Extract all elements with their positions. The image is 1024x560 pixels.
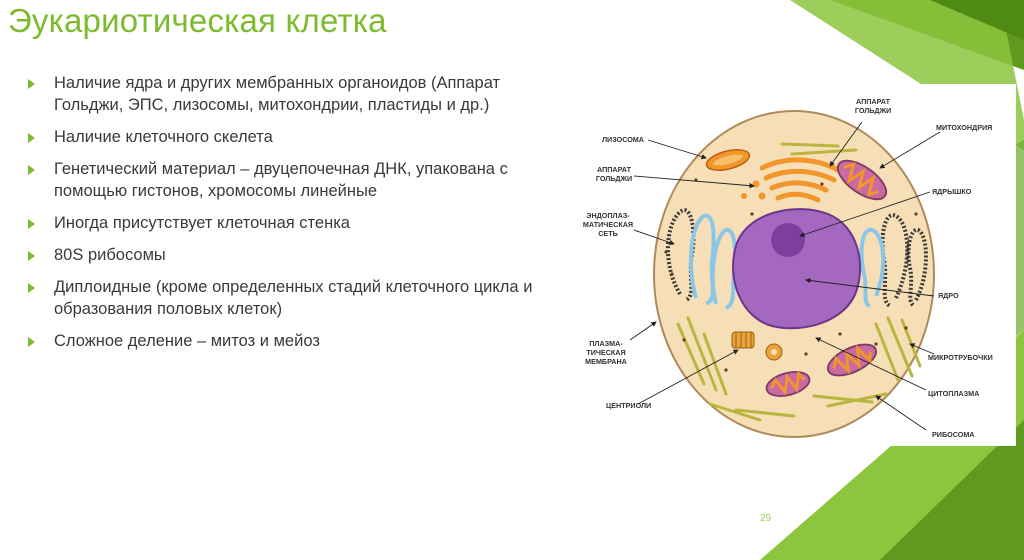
golgi-vesicle bbox=[741, 193, 747, 199]
centriole bbox=[731, 331, 783, 361]
bullet-text: Иногда присутствует клеточная стенка bbox=[54, 214, 350, 232]
mitochondrion-bottom-left bbox=[765, 370, 811, 397]
bullet-item: 80S рибосомы bbox=[28, 244, 548, 266]
bullet-arrow-icon bbox=[28, 79, 35, 89]
label-mitochondria: МИТОХОНДРИЯ bbox=[936, 123, 992, 132]
bullet-text: Наличие ядра и других мембранных органои… bbox=[54, 74, 501, 114]
bullet-arrow-icon bbox=[28, 133, 35, 143]
nucleolus bbox=[771, 223, 805, 257]
golgi-vesicle bbox=[758, 192, 766, 200]
label-lysosome: ЛИЗОСОМА bbox=[602, 135, 644, 144]
leader-lines bbox=[629, 121, 941, 431]
label-centrioles: ЦЕНТРИОЛИ bbox=[606, 401, 651, 410]
bullet-text: 80S рибосомы bbox=[54, 246, 166, 264]
er-right-inner bbox=[859, 228, 886, 308]
golgi-cisterna-2 bbox=[763, 168, 837, 183]
label-cytoplasm: ЦИТОПЛАЗМА bbox=[928, 389, 979, 398]
bullet-item: Иногда присутствует клеточная стенка bbox=[28, 212, 548, 234]
deco-shape-top-strip bbox=[930, 0, 1024, 40]
mitochondrion-top bbox=[836, 159, 888, 201]
lysosome-inner bbox=[713, 154, 743, 166]
golgi-cisterna-3 bbox=[769, 180, 829, 193]
bullet-text: Наличие клеточного скелета bbox=[54, 128, 273, 146]
deco-shape-bottom-right-dark bbox=[880, 420, 1024, 560]
label-nucleolus: ЯДРЫШКО bbox=[932, 187, 972, 196]
bullet-item: Сложное деление – митоз и мейоз bbox=[28, 330, 548, 352]
bullet-item: Наличие ядра и других мембранных органои… bbox=[28, 72, 548, 116]
er-right-inner-2 bbox=[906, 228, 928, 308]
ribosomes bbox=[664, 178, 918, 372]
er-right-outer bbox=[880, 213, 910, 308]
bullet-item: Диплоидные (кроме определенных стадий кл… bbox=[28, 276, 548, 320]
label-microtubules: МИКРОТРУБОЧКИ bbox=[928, 353, 993, 362]
bullet-arrow-icon bbox=[28, 337, 35, 347]
nucleus bbox=[732, 208, 862, 330]
er-left-inner-2 bbox=[710, 228, 737, 310]
bullet-list: Наличие ядра и других мембранных органои… bbox=[28, 72, 548, 362]
bullet-text: Диплоидные (кроме определенных стадий кл… bbox=[54, 278, 533, 318]
mitochondrion-bottom-right bbox=[826, 343, 878, 377]
bullet-arrow-icon bbox=[28, 251, 35, 261]
page-number: 29 bbox=[760, 513, 772, 524]
slide-title: Эукариотическая клетка bbox=[8, 2, 387, 39]
bullet-item: Наличие клеточного скелета bbox=[28, 126, 548, 148]
bullet-arrow-icon bbox=[28, 283, 35, 293]
label-ribosome: РИБОСОМА bbox=[932, 430, 975, 439]
bullet-item: Генетический материал – двуцепочечная ДН… bbox=[28, 158, 548, 202]
bullet-text: Сложное деление – митоз и мейоз bbox=[54, 332, 320, 350]
bullet-text: Генетический материал – двуцепочечная ДН… bbox=[54, 160, 508, 200]
golgi-vesicle bbox=[752, 180, 760, 188]
bullet-arrow-icon bbox=[28, 165, 35, 175]
label-nucleus: ЯДРО bbox=[938, 291, 959, 300]
bullet-arrow-icon bbox=[28, 219, 35, 229]
golgi-cisterna-4 bbox=[775, 191, 821, 203]
